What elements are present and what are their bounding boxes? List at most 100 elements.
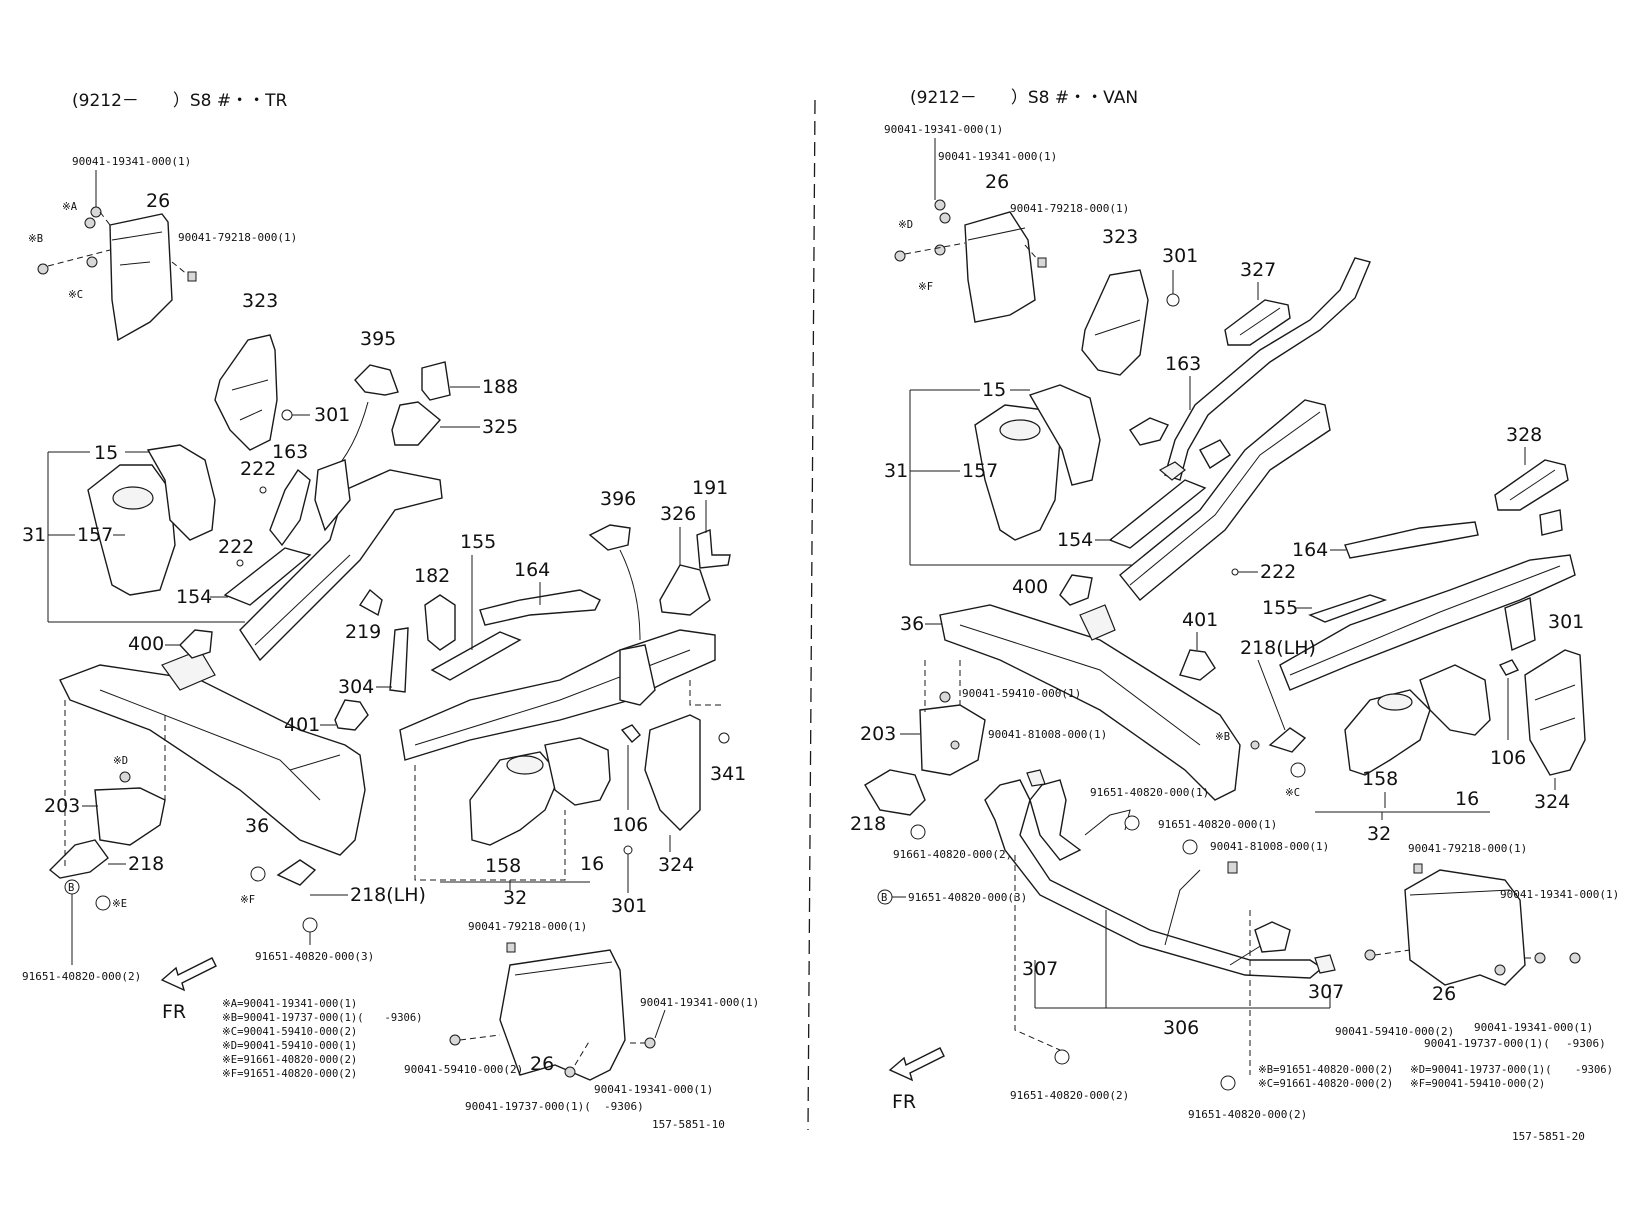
right-label-306: 306	[1163, 1017, 1199, 1039]
left-label-155: 155	[460, 531, 496, 553]
left-part-154[interactable]	[223, 547, 312, 606]
right-label-155: 155	[1262, 597, 1298, 619]
left-crossmember-36[interactable]	[59, 649, 366, 856]
right-label-203: 203	[860, 723, 896, 745]
left-part-218[interactable]	[48, 839, 111, 911]
left-part-401[interactable]	[334, 699, 369, 731]
right-part-400[interactable]	[1059, 574, 1093, 606]
right-part-323[interactable]	[1081, 269, 1149, 376]
left-part-106[interactable]	[620, 724, 641, 743]
left-label-304: 304	[338, 676, 374, 698]
right-part-327[interactable]	[1224, 299, 1291, 346]
right-front-arrow-icon	[888, 1047, 945, 1082]
right-mark-d: ※D	[898, 219, 913, 231]
left-label-154: 154	[176, 586, 212, 608]
right-note-4: ※F=90041-59410-000(2)	[1410, 1078, 1545, 1090]
left-partno-n8: 90041-19341-000(1)	[594, 1083, 713, 1096]
left-part-324[interactable]	[644, 714, 701, 831]
right-partno-n16: -9306)	[1566, 1037, 1606, 1050]
left-part-218lh[interactable]	[250, 859, 318, 933]
left-notes: ※A=90041-19341-000(1) ※B=90041-19737-000…	[222, 998, 422, 1080]
left-label-323: 323	[242, 290, 278, 312]
right-rail-rear[interactable]	[1279, 509, 1576, 691]
left-mark-c: ※C	[68, 289, 83, 301]
left-mark-e: ※E	[112, 898, 127, 910]
right-part-218[interactable]	[864, 769, 926, 840]
left-part-396[interactable]	[588, 524, 631, 551]
right-label-16: 16	[1455, 788, 1479, 810]
right-label-218lh: 218(LH)	[1240, 637, 1316, 659]
right-partno-n4: 90041-59410-000(1)	[962, 687, 1081, 700]
right-label-26: 26	[985, 171, 1009, 193]
left-mudguard-bottom[interactable]	[449, 942, 656, 1081]
right-figure-code: 157-5851-20	[1512, 1130, 1585, 1143]
right-part-155[interactable]	[1308, 594, 1388, 623]
right-label-327: 327	[1240, 259, 1276, 281]
right-partno-n3: 90041-79218-000(1)	[1010, 202, 1129, 215]
left-label-32: 32	[503, 887, 527, 909]
left-mudguard-top[interactable]	[37, 206, 197, 342]
right-label-31: 31	[884, 460, 908, 482]
right-circle-b1: B	[881, 892, 887, 904]
right-partno-n2: 90041-19341-000(1)	[938, 150, 1057, 163]
left-label-218: 218	[128, 853, 164, 875]
right-label-400: 400	[1012, 576, 1048, 598]
left-brackets-395-188-325[interactable]	[354, 361, 451, 446]
right-mudguard-top[interactable]	[894, 199, 1047, 323]
left-note-2: ※C=90041-59410-000(2)	[222, 1026, 357, 1038]
right-partno-n17: 91651-40820-000(2)	[1010, 1089, 1129, 1102]
right-part-328[interactable]	[1494, 459, 1569, 511]
left-part-163[interactable]	[269, 468, 311, 547]
right-mudguard-bottom[interactable]	[1364, 863, 1581, 986]
left-wheelhouse-15-157[interactable]	[87, 444, 216, 596]
left-partno-n7: 90041-59410-000(2)	[404, 1063, 523, 1076]
right-label-158: 158	[1362, 768, 1398, 790]
right-wheelhouse-158-16[interactable]	[1344, 664, 1491, 776]
right-partno-n6: 91651-40820-000(1)	[1090, 786, 1209, 799]
right-partno-n11: 90041-79218-000(1)	[1408, 842, 1527, 855]
right-label-324: 324	[1534, 791, 1570, 813]
right-note-2: ※D=90041-19737-000(1)(	[1410, 1064, 1552, 1076]
right-label-157: 157	[962, 460, 998, 482]
left-label-325: 325	[482, 416, 518, 438]
left-label-326: 326	[660, 503, 696, 525]
left-part-155[interactable]	[430, 631, 522, 681]
right-label-164: 164	[1292, 539, 1328, 561]
left-part-304[interactable]	[389, 627, 409, 693]
left-rail[interactable]	[239, 459, 443, 662]
left-part-164[interactable]	[479, 589, 601, 626]
right-part-324[interactable]	[1524, 649, 1586, 776]
right-label-36: 36	[900, 613, 924, 635]
left-label-188: 188	[482, 376, 518, 398]
right-rail[interactable]	[1119, 399, 1331, 601]
right-part-218lh[interactable]	[1268, 727, 1307, 778]
right-label-401: 401	[1182, 609, 1218, 631]
right-part-203[interactable]	[919, 691, 986, 776]
left-part-323[interactable]	[214, 334, 278, 451]
right-wheelhouse-15-157[interactable]	[974, 384, 1101, 541]
right-part-163-tube[interactable]	[1129, 257, 1371, 481]
left-part-219[interactable]	[358, 588, 383, 617]
left-part-326[interactable]	[659, 564, 711, 616]
right-stabilizer-306[interactable]	[984, 769, 1336, 979]
right-label-218: 218	[850, 813, 886, 835]
right-panel-van: (9212－ ）S8 #・・VAN 90041-19341-000(1) 900…	[850, 88, 1619, 1143]
left-note-3: ※D=90041-59410-000(1)	[222, 1040, 357, 1052]
right-label-307a: 307	[1022, 958, 1058, 980]
left-part-191[interactable]	[696, 529, 731, 569]
left-label-301a: 301	[314, 404, 350, 426]
left-rail-rear[interactable]	[399, 629, 716, 761]
left-part-182[interactable]	[424, 594, 456, 651]
left-part-203[interactable]	[94, 771, 166, 846]
right-header: (9212－ ）S8 #・・VAN	[910, 88, 1138, 108]
left-partno-n4: 91651-40820-000(3)	[255, 950, 374, 963]
left-panel-tr: (9212－ ）S8 #・・TR 90041-19341-000(1) 26 9…	[22, 91, 759, 1131]
right-part-154[interactable]	[1108, 479, 1207, 549]
right-part-106[interactable]	[1498, 659, 1520, 676]
right-part-401[interactable]	[1179, 649, 1216, 681]
right-crossmember-36[interactable]	[939, 604, 1241, 801]
right-part-164[interactable]	[1344, 521, 1479, 559]
left-wheelhouse-158-16[interactable]	[469, 737, 611, 846]
left-part-400[interactable]	[179, 629, 213, 659]
right-label-301b: 301	[1548, 611, 1584, 633]
